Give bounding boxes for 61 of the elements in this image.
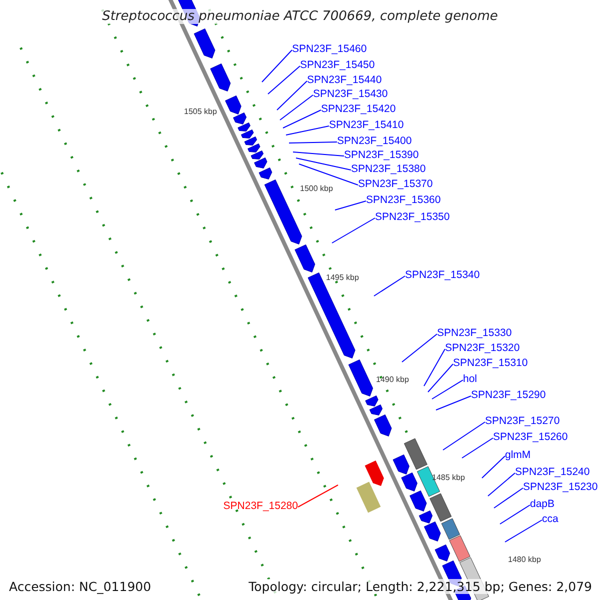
leader-line (374, 276, 406, 296)
gene-label: glmM (505, 449, 531, 462)
position-tick-label: 1485 kbp (432, 473, 465, 483)
gene-label: SPN23F_15430 (313, 88, 388, 101)
gene-label: SPN23F_15370 (358, 178, 433, 191)
leader-line (504, 520, 542, 542)
leader-line (298, 484, 338, 508)
gene-label: SPN23F_15460 (292, 43, 367, 56)
gene-label: SPN23F_15340 (405, 269, 480, 282)
position-tick-label: 1500 kbp (300, 184, 333, 194)
gene-label: SPN23F_15390 (344, 149, 419, 162)
leader-line (292, 152, 344, 156)
leader-line (334, 200, 366, 210)
gene-label: SPN23F_15280 (223, 500, 298, 513)
gene-label: SPN23F_15290 (471, 389, 546, 402)
gene-label: SPN23F_15440 (307, 74, 382, 87)
leader-line (494, 488, 524, 508)
position-tick-label: 1490 kbp (376, 375, 409, 385)
leader-line (482, 456, 506, 478)
gene-label: SPN23F_15270 (485, 415, 560, 428)
leader-line (268, 66, 300, 94)
genome-stats-text: Topology: circular; Length: 2,221,315 bp; Genes: 2,079 (248, 579, 592, 594)
leader-line (276, 80, 308, 110)
gene-label: SPN23F_15410 (329, 119, 404, 132)
gene-label: SPN23F_15260 (493, 431, 568, 444)
gene-label: cca (542, 513, 558, 526)
leader-line (286, 126, 330, 136)
gene-label: SPN23F_15240 (515, 466, 590, 479)
leader-line (462, 438, 494, 458)
gene-label: SPN23F_15380 (351, 163, 426, 176)
leader-line (296, 158, 352, 170)
leader-line (282, 110, 322, 128)
title: Streptococcus pneumoniae ATCC 700669, complete genome (100, 9, 500, 24)
leader-line (436, 396, 472, 410)
gene-label: SPN23F_15400 (337, 135, 412, 148)
leader-line (500, 504, 530, 524)
gene-label: hol (463, 373, 478, 386)
leader-line (280, 94, 314, 120)
gene-label: SPN23F_15320 (445, 342, 520, 355)
leader-line (288, 142, 338, 144)
leader-line (332, 218, 376, 244)
gene-label: SPN23F_15330 (437, 327, 512, 340)
position-tick-label: 1480 kbp (508, 555, 541, 565)
gene-label: dapB (530, 498, 555, 511)
position-tick-label: 1505 kbp (184, 107, 217, 117)
leader-line (402, 334, 438, 362)
leader-line (488, 472, 516, 496)
leader-line (424, 348, 446, 386)
gene-label: SPN23F_15310 (453, 357, 528, 370)
leader-line (442, 422, 486, 450)
position-tick-label: 1495 kbp (326, 273, 359, 283)
gene-label: SPN23F_15360 (366, 194, 441, 207)
gene-label: SPN23F_15420 (321, 103, 396, 116)
accession-text: Accession: NC_011900 (9, 579, 152, 594)
gene-label: SPN23F_15450 (300, 59, 375, 72)
leader-line (428, 364, 454, 392)
gene-label: SPN23F_15230 (523, 481, 598, 494)
leader-line (262, 50, 292, 82)
leader-line (432, 380, 464, 400)
leader-line (298, 164, 358, 186)
gene-label: SPN23F_15350 (375, 211, 450, 224)
